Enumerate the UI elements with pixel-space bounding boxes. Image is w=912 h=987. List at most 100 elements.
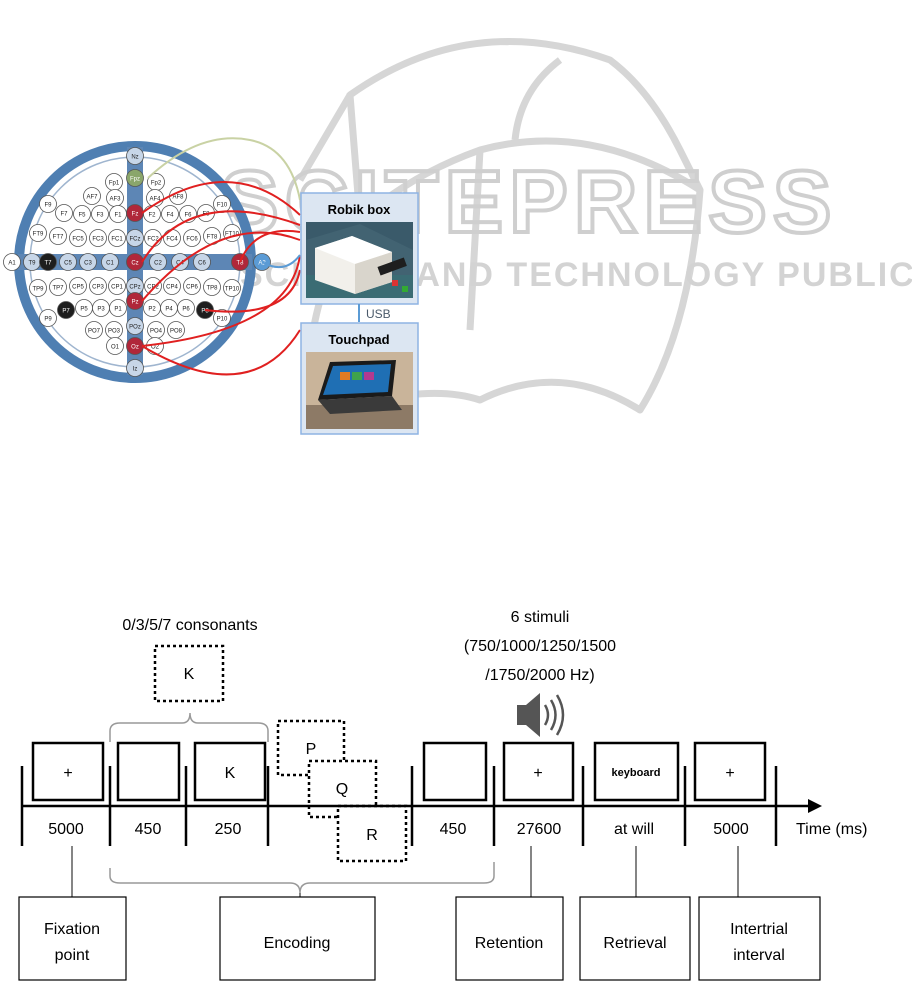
electrode-label: O1 xyxy=(111,344,120,350)
electrode-ft9 xyxy=(29,224,47,242)
electrode-label: P2 xyxy=(148,306,156,312)
phase-fixation-point: Fixation point xyxy=(18,896,127,981)
timeline: 0/3/5/7 consonants K 6 stimuli (750/1000… xyxy=(18,609,867,981)
duration-consonant: 250 xyxy=(215,821,242,838)
electrode-label: CP4 xyxy=(166,284,178,290)
electrode-c1 xyxy=(101,253,119,271)
electrode-label: FC2 xyxy=(147,236,159,242)
svg-text:Q: Q xyxy=(336,781,348,798)
electrode-cp4 xyxy=(163,277,181,295)
electrode-label: C6 xyxy=(198,260,206,266)
electrode-c5 xyxy=(59,253,77,271)
electrode-label: P10 xyxy=(217,316,228,322)
electrode-tp7 xyxy=(49,278,67,296)
svg-text:+: + xyxy=(63,765,72,782)
svg-text:+: + xyxy=(725,765,734,782)
electrode-label: F3 xyxy=(96,212,104,218)
screen-consonant-r: R xyxy=(336,804,408,863)
electrode-fcz xyxy=(126,229,144,247)
duration-fixation: 5000 xyxy=(48,821,84,838)
electrode-po8 xyxy=(167,321,185,339)
screen-retention: + xyxy=(502,741,575,802)
cables xyxy=(141,137,301,376)
electrode-p6 xyxy=(177,299,195,317)
svg-text:+: + xyxy=(533,765,542,782)
phase-connectors xyxy=(71,846,739,897)
electrode-label: AF3 xyxy=(109,196,121,202)
screen-intertrial: + xyxy=(693,741,767,802)
consonants-label: 0/3/5/7 consonants xyxy=(122,617,257,634)
svg-text:Retention: Retention xyxy=(475,935,544,952)
electrode-label: FC5 xyxy=(72,236,84,242)
electrode-label: FT9 xyxy=(33,231,44,237)
electrode-c2 xyxy=(149,253,167,271)
electrode-label: F5 xyxy=(78,212,86,218)
electrode-label: TP8 xyxy=(206,285,218,291)
duration-retention: 27600 xyxy=(517,821,562,838)
electrode-label: P5 xyxy=(80,306,88,312)
electrode-label: CP5 xyxy=(72,284,84,290)
electrode-label: PO8 xyxy=(170,328,183,334)
svg-text:Retrieval: Retrieval xyxy=(603,935,666,952)
electrode-label: FT8 xyxy=(207,234,218,240)
screen-blank-1 xyxy=(116,741,181,802)
electrode-f3 xyxy=(91,205,109,223)
electrode-p10 xyxy=(213,309,231,327)
electrode-cp5 xyxy=(69,277,87,295)
electrode-label: Oz xyxy=(131,344,139,350)
cable-a2 xyxy=(261,254,301,269)
electrode-label: P9 xyxy=(44,316,52,322)
electrode-label: FT7 xyxy=(53,234,64,240)
cable-pz xyxy=(141,231,301,302)
robik-box-photo xyxy=(306,222,413,298)
electrode-label: Nz xyxy=(131,154,138,160)
screen-consonant-k: K xyxy=(193,741,267,802)
axis-label: Time (ms) xyxy=(796,821,867,838)
electrode-f7 xyxy=(55,204,73,222)
touchpad-panel: Touchpad xyxy=(300,322,419,435)
phase-intertrial-interval: Intertrial interval xyxy=(698,896,821,981)
electrode-label: AF4 xyxy=(149,196,161,202)
electrode-label: C5 xyxy=(64,260,72,266)
electrode-fc6 xyxy=(183,229,201,247)
electrode-f9 xyxy=(39,195,57,213)
electrode-label: Fpz xyxy=(130,176,140,182)
electrode-label: P1 xyxy=(114,306,122,312)
electrode-label: CP1 xyxy=(111,284,123,290)
touchpad-photo xyxy=(306,352,413,429)
electrode-ft7 xyxy=(49,227,67,245)
electrode-label: Fz xyxy=(132,211,139,217)
encoding-brace xyxy=(109,862,495,894)
electrode-label: CP6 xyxy=(186,284,198,290)
electrode-f5 xyxy=(73,205,91,223)
electrode-label: POz xyxy=(129,324,141,330)
electrode-c3 xyxy=(79,253,97,271)
electrode-label: C1 xyxy=(106,260,114,266)
electrode-fc3 xyxy=(89,229,107,247)
svg-text:R: R xyxy=(366,827,378,844)
robik-box-panel: Robik box xyxy=(300,192,419,305)
cable-p8 xyxy=(204,269,301,313)
electrode-label: Fp2 xyxy=(151,180,162,186)
electrode-cz xyxy=(126,253,144,271)
phase-encoding: Encoding xyxy=(219,896,376,981)
electrode-tp10 xyxy=(223,279,241,297)
electrode-o1 xyxy=(106,337,124,355)
stimuli-label-line2: (750/1000/1250/1500 xyxy=(464,638,616,655)
electrode-label: CP3 xyxy=(92,284,104,290)
consonant-example-box xyxy=(153,644,225,703)
cable-oz xyxy=(141,254,301,347)
electrode-label: FCz xyxy=(130,236,141,242)
electrode-cp1 xyxy=(108,277,126,295)
screen-keyboard: keyboard xyxy=(593,741,680,802)
electrode-label: T9 xyxy=(28,260,36,266)
electrode-label: P4 xyxy=(165,306,173,312)
electrode-label: C2 xyxy=(154,260,162,266)
svg-text:interval: interval xyxy=(733,947,785,964)
cable-fz xyxy=(141,181,301,216)
electrode-label: TP10 xyxy=(225,286,240,292)
electrode-pz xyxy=(126,292,144,310)
electrode-label: TP7 xyxy=(52,285,64,291)
consonant-example-letter: K xyxy=(184,666,195,683)
